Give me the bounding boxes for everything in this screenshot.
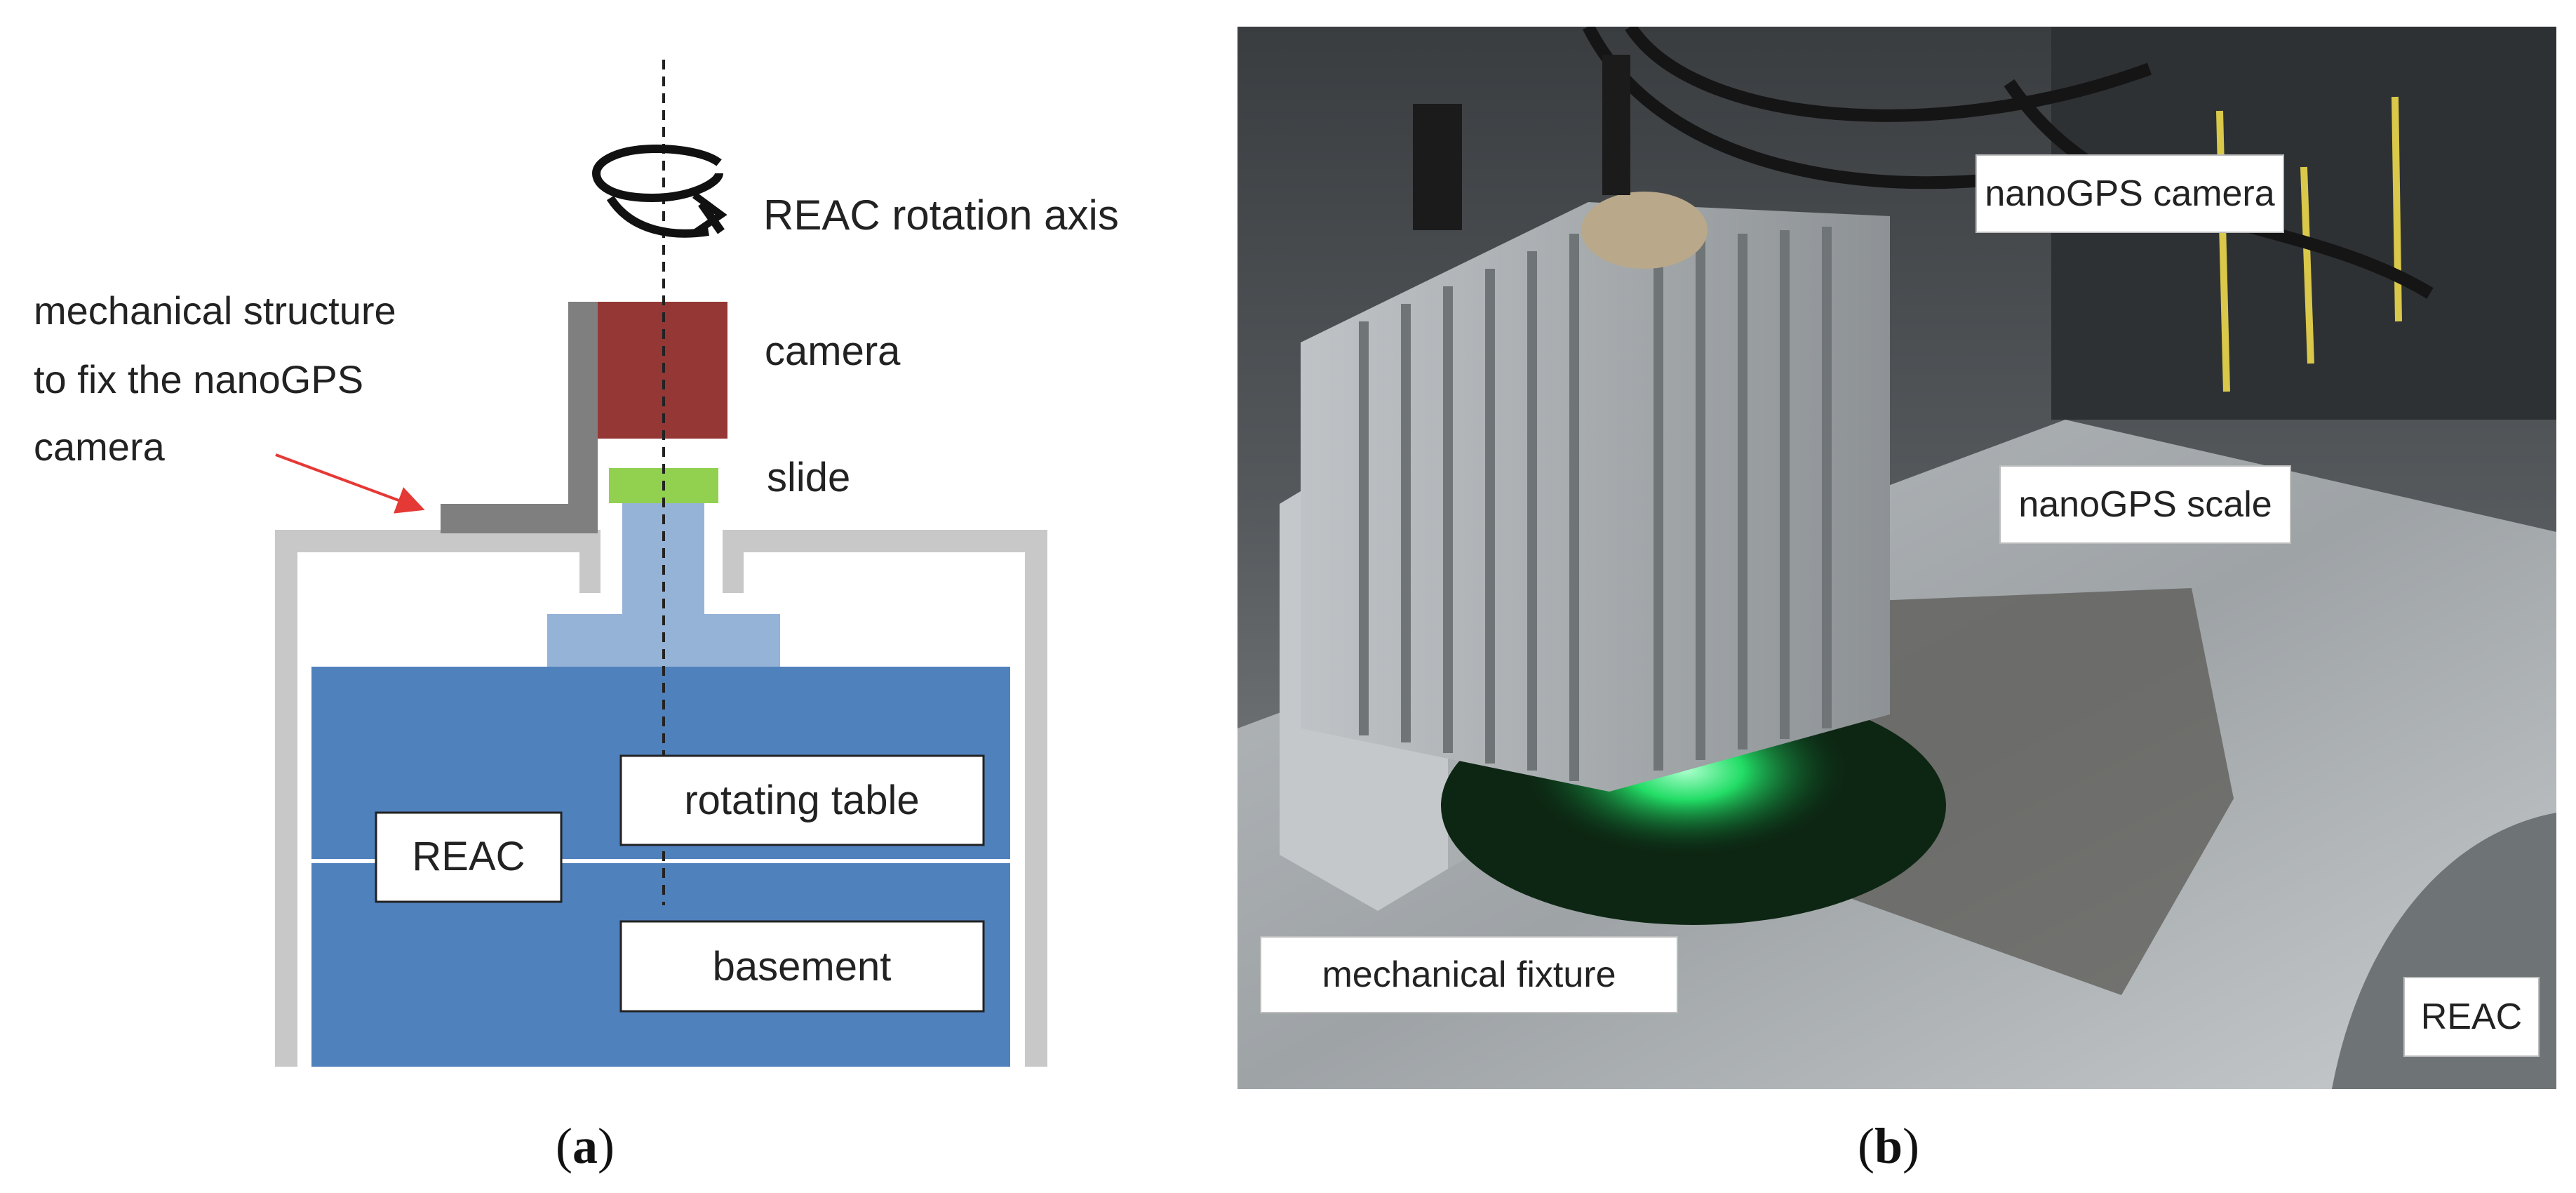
camera-label: camera [765, 328, 901, 374]
schematic-diagram: REAC rotation axis mechanical structure … [34, 60, 1119, 1067]
basement-box: basement [619, 920, 985, 1013]
slide-label: slide [767, 455, 850, 500]
mechanical-structure [441, 302, 598, 533]
caption-a-letter: a [572, 1118, 598, 1174]
photo-label-scale: nanoGPS scale [1999, 465, 2291, 544]
mechanical-structure-label-line3: camera [34, 425, 166, 469]
caption-a: (a) [556, 1118, 615, 1174]
photo-illustration [1237, 27, 2556, 1089]
rotation-axis-label: REAC rotation axis [763, 192, 1119, 239]
reac-label: REAC [412, 834, 525, 879]
photo-label-fixture: mechanical fixture [1260, 936, 1678, 1013]
caption-b-letter: b [1874, 1118, 1903, 1174]
photo-label-camera: nanoGPS camera [1975, 154, 2284, 233]
basement-label: basement [713, 944, 892, 989]
pointer-arrow [275, 453, 425, 514]
photo-panel: nanoGPS camera nanoGPS scale mechanical … [1237, 27, 2556, 1089]
rotating-table-label: rotating table [684, 778, 919, 823]
reac-box: REAC [375, 811, 563, 903]
rotation-arrow-icon [591, 144, 727, 238]
mechanical-structure-label-line2: to fix the nanoGPS [34, 357, 363, 401]
photo-label-reac: REAC [2403, 977, 2540, 1057]
mechanical-structure-label-line1: mechanical structure [34, 288, 396, 333]
caption-b: (b) [1858, 1118, 1920, 1174]
rotating-table-box: rotating table [619, 754, 985, 846]
housing [275, 530, 1047, 1067]
